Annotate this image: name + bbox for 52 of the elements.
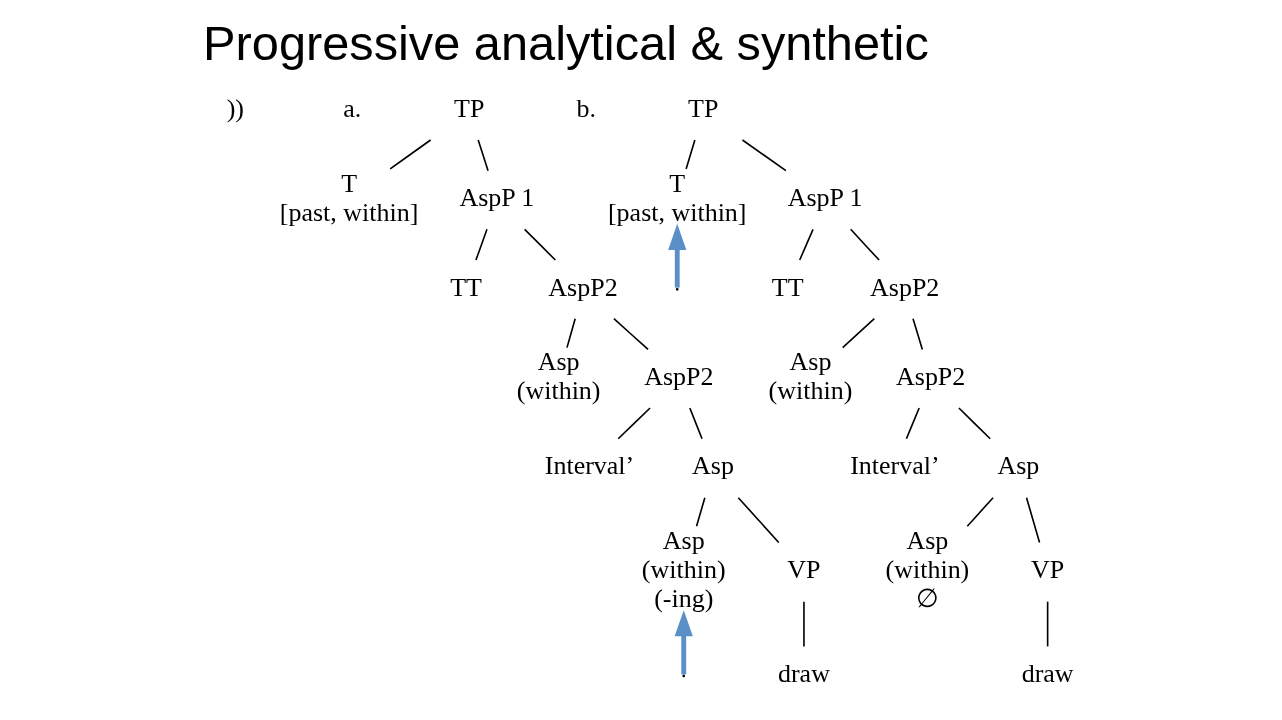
- connector: [957, 407, 991, 440]
- connector: [737, 496, 780, 544]
- connector: [388, 139, 431, 170]
- node-text: TT: [771, 272, 804, 302]
- diagram-title: Progressive analytical & synthetic: [202, 16, 929, 71]
- node-text: T [past, within]: [607, 168, 747, 227]
- node-text: AspP 1: [787, 183, 862, 213]
- connector: [802, 600, 805, 648]
- connector: [476, 139, 489, 172]
- node-text: Interval’: [849, 451, 940, 481]
- connector: [849, 228, 880, 261]
- label: a.: [342, 93, 361, 123]
- connector: [565, 317, 576, 349]
- node-text: Asp (within) ∅: [885, 525, 969, 614]
- node-text: Interval’: [544, 451, 634, 481]
- node-text: VP: [1030, 555, 1064, 585]
- node-text: TP: [453, 93, 484, 123]
- connector: [798, 228, 814, 261]
- node-text: AspP2: [643, 361, 714, 391]
- node-text: draw: [1021, 659, 1074, 689]
- connector: [695, 496, 706, 528]
- connector: [684, 139, 696, 170]
- node-text: AspP 1: [458, 183, 534, 213]
- connector: [966, 496, 994, 528]
- connector: [523, 228, 556, 261]
- connector: [905, 407, 920, 440]
- node-text: TT: [449, 272, 482, 302]
- arrow: [667, 223, 686, 288]
- connector: [616, 407, 651, 440]
- node-text: TP: [687, 93, 718, 123]
- connector: [1025, 496, 1040, 544]
- node-text: Asp (within): [516, 347, 601, 406]
- node-text: Asp (within): [768, 347, 852, 406]
- connector: [911, 317, 923, 351]
- node-text: Asp: [691, 451, 734, 481]
- label: )): [226, 93, 244, 123]
- connector: [1046, 600, 1048, 648]
- node-text: Asp: [996, 451, 1039, 481]
- node-text: Asp (within) (-ing): [641, 525, 726, 614]
- node-text: VP: [786, 555, 821, 585]
- arrow: [674, 610, 693, 675]
- node-text: AspP2: [895, 361, 965, 391]
- connector: [688, 407, 703, 440]
- label: b.: [576, 93, 596, 123]
- connector: [474, 228, 488, 261]
- connector: [841, 317, 875, 349]
- node-text: draw: [777, 659, 830, 689]
- node-text: AspP2: [547, 272, 618, 302]
- node-text: T [past, within]: [279, 168, 418, 227]
- connector: [741, 139, 787, 172]
- connector: [612, 317, 649, 351]
- node-text: AspP2: [869, 272, 939, 302]
